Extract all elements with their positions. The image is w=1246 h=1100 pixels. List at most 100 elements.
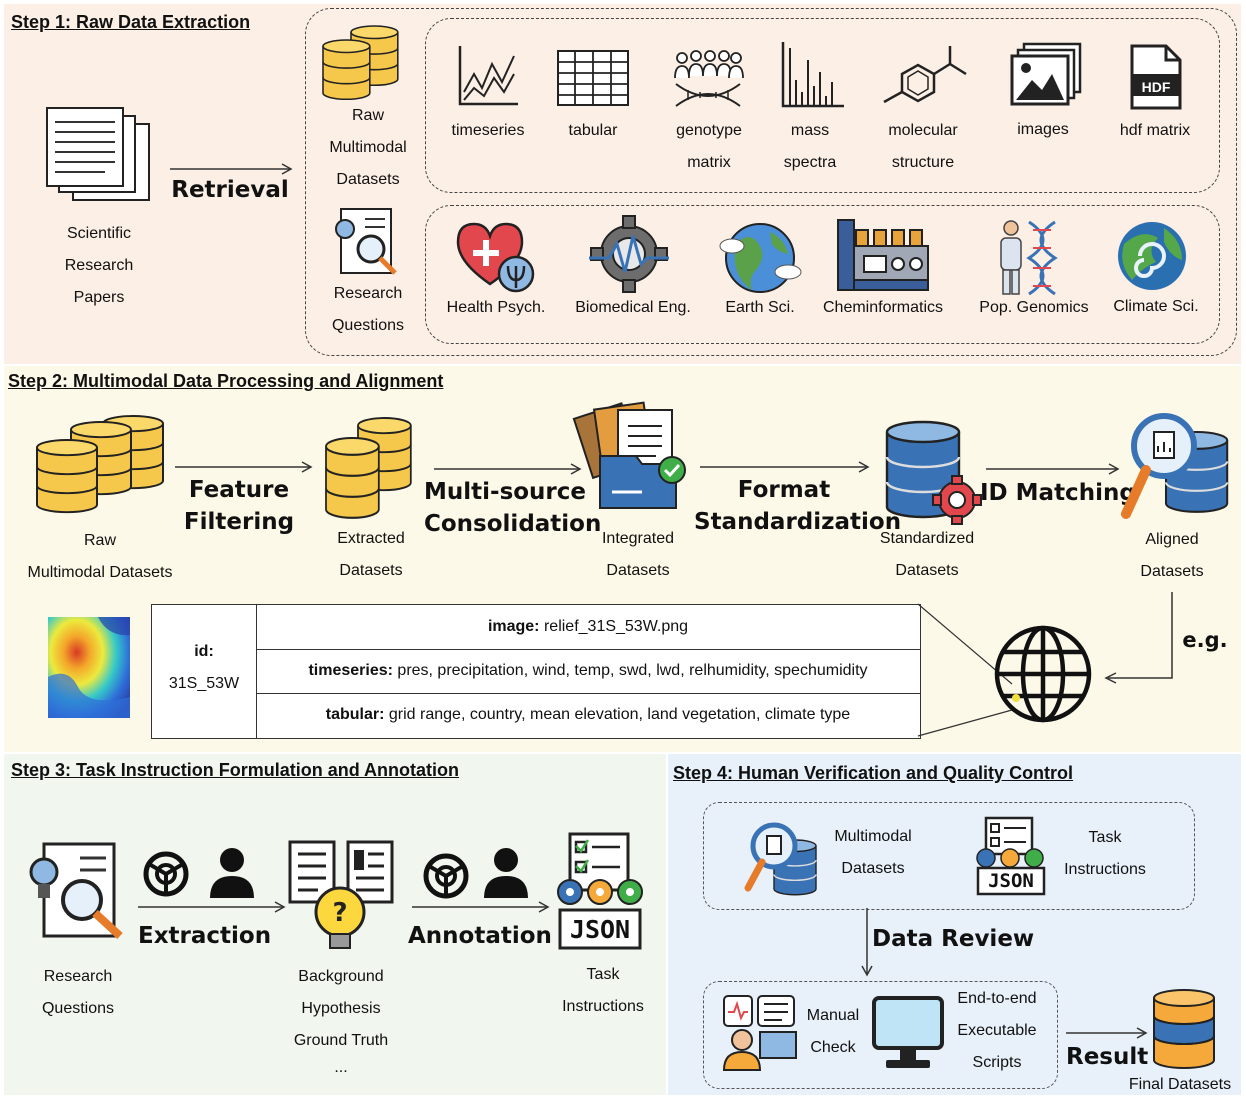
raw-label-2: Multimodal: [329, 139, 407, 156]
table-row-value: pres, precipitation, wind, temp, swd, lw…: [392, 662, 868, 679]
node-raw-1: Raw: [83, 532, 116, 549]
op-id-matching: ID Matching: [980, 480, 1136, 506]
table-row-timeseries: timeseries: pres, precipitation, wind, t…: [256, 662, 920, 680]
modality-mass-2: spectra: [783, 154, 837, 171]
task-json-badge: JSON: [569, 915, 631, 944]
table-row-tabular: tabular: grid range, country, mean eleva…: [256, 706, 920, 724]
extraction-arrow: [138, 901, 285, 913]
modality-genotype-1: genotype: [676, 122, 742, 139]
research-questions-icon: [335, 208, 397, 275]
result-label: Result: [1066, 1044, 1149, 1070]
domains-box: [425, 205, 1220, 344]
annotation-label: Annotation: [408, 923, 552, 949]
annotation-arrow: [412, 901, 549, 913]
annotation-model-icon: [426, 854, 466, 896]
final-datasets-icon: [1153, 989, 1215, 1069]
op-consolidation-1: Multi-source: [424, 479, 587, 505]
timeseries-icon: [458, 46, 518, 106]
aligned-datasets-icon: [1121, 413, 1229, 519]
ground-truth-label: Ground Truth: [293, 1032, 389, 1049]
ellipsis-label: ...: [334, 1059, 348, 1076]
step3-questions-1: Research: [43, 968, 113, 985]
consolidation-arrow: [434, 463, 581, 475]
manual-check-2: Check: [810, 1039, 856, 1056]
final-datasets-label: Final Datasets: [1128, 1076, 1232, 1093]
table-row-key: tabular:: [325, 706, 385, 723]
domain-earth-sci: Earth Sci.: [725, 299, 795, 316]
node-standardized-1: Standardized: [879, 530, 975, 547]
modality-images: images: [1017, 121, 1069, 138]
modality-tabular: tabular: [568, 122, 618, 139]
result-arrow: [1066, 1027, 1147, 1039]
task-instructions-icon: [557, 832, 643, 950]
table-row-value: relief_31S_53W.png: [539, 618, 689, 635]
op-format-2: Standardization: [694, 509, 902, 535]
task-label-2: Instructions: [562, 998, 644, 1015]
step4-title: Step 4: Human Verification and Quality C…: [673, 763, 1074, 783]
node-extracted-2: Datasets: [339, 562, 403, 579]
extracted-datasets-icon: [324, 417, 412, 519]
modalities-box: [425, 18, 1220, 193]
domain-climate-sci: Climate Sci.: [1113, 298, 1199, 315]
modality-hdf: hdf matrix: [1119, 122, 1191, 139]
step3-questions-2: Questions: [41, 1000, 115, 1017]
hypothesis-label: Hypothesis: [301, 1000, 381, 1017]
format-standardization-arrow: [700, 461, 869, 473]
retrieval-arrow: [170, 163, 292, 175]
step4-task-icon: [976, 816, 1046, 896]
scripts-label-3: Scripts: [972, 1054, 1022, 1071]
manual-check-icon: [722, 995, 797, 1071]
modality-timeseries: timeseries: [451, 122, 525, 139]
molecular-structure-icon: [883, 46, 967, 104]
background-label: Background: [298, 968, 384, 985]
step4-datasets-icon: [744, 822, 817, 896]
step3-title: Step 3: Task Instruction Formulation and…: [11, 760, 460, 780]
modality-molecular-1: molecular: [888, 122, 958, 139]
op-feature-filtering-1: Feature: [188, 477, 290, 503]
domain-biomedical-eng: Biomedical Eng.: [575, 299, 691, 316]
pop-genomics-icon: [1000, 220, 1058, 296]
modality-molecular-2: structure: [891, 154, 955, 171]
health-psych-icon: [456, 222, 535, 293]
node-aligned-2: Datasets: [1140, 563, 1204, 580]
step2-title: Step 2: Multimodal Data Processing and A…: [8, 371, 444, 391]
data-review-label: Data Review: [872, 926, 1035, 952]
node-integrated-2: Datasets: [606, 562, 670, 579]
review-methods-box: [703, 981, 1058, 1089]
cheminformatics-icon: [837, 219, 929, 291]
scripts-label-2: Executable: [957, 1022, 1037, 1039]
raw-label-3: Datasets: [336, 171, 400, 188]
step3-research-questions-icon: [29, 842, 123, 939]
domain-pop-genomics: Pop. Genomics: [979, 299, 1089, 316]
step4-task-1: Task: [1088, 829, 1122, 846]
raw-multimodal-datasets-icon: [36, 415, 164, 514]
example-connector: [1104, 592, 1173, 684]
earth-sci-icon: [719, 223, 802, 293]
scripts-label-1: End-to-end: [957, 990, 1037, 1007]
extraction-person-icon: [210, 848, 254, 898]
step4-mm-1: Multimodal: [834, 828, 912, 845]
modality-mass-1: mass: [790, 122, 830, 139]
papers-icon: [46, 107, 150, 201]
monitor-icon: [872, 996, 944, 1068]
step4-json-badge: JSON: [988, 870, 1034, 892]
integrated-datasets-icon: [572, 401, 686, 509]
node-aligned-1: Aligned: [1145, 531, 1199, 548]
step4-mm-2: Datasets: [841, 860, 905, 877]
node-integrated-1: Integrated: [601, 530, 675, 547]
data-review-arrow: [861, 908, 873, 977]
feature-filtering-arrow: [175, 461, 312, 473]
task-label-1: Task: [586, 966, 620, 983]
op-format-1: Format: [737, 477, 831, 503]
mass-spectra-icon: [781, 42, 844, 108]
table-row-key: image:: [487, 618, 540, 635]
raw-datasets-icon: [322, 25, 399, 101]
papers-label-1: Scientific: [66, 225, 132, 242]
node-raw-2: Multimodal Datasets: [27, 564, 173, 581]
biomedical-eng-icon: [589, 215, 669, 293]
op-feature-filtering-2: Filtering: [183, 509, 295, 535]
id-matching-arrow: [986, 463, 1119, 475]
raw-label-1: Raw: [351, 107, 384, 124]
images-icon: [1010, 42, 1082, 106]
standardized-datasets-icon: [885, 420, 982, 525]
